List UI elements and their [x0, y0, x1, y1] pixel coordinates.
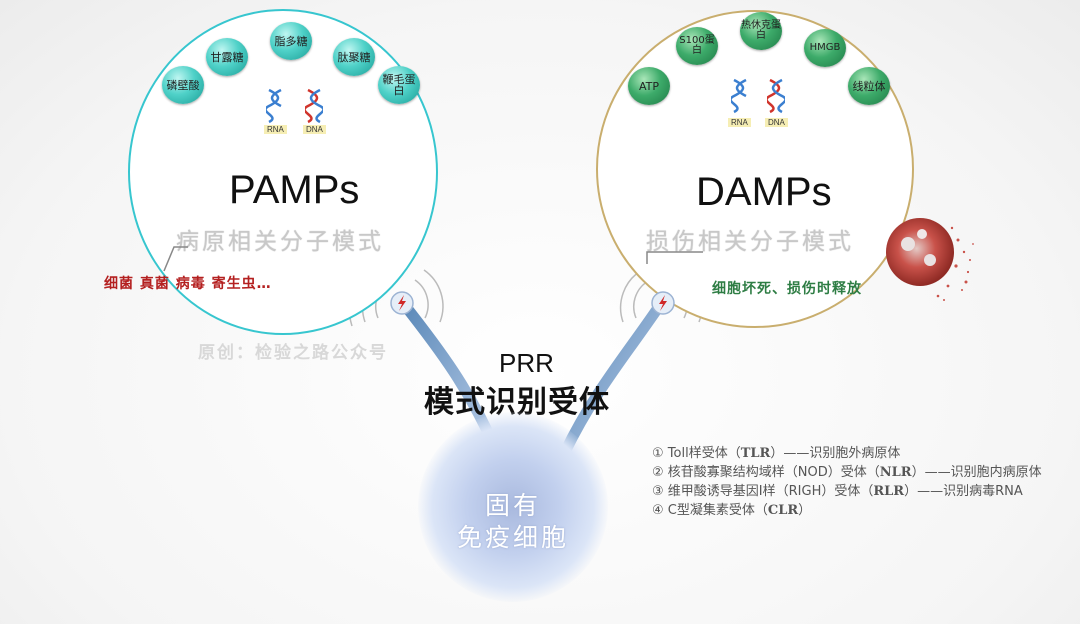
right-receptor-icon	[651, 291, 675, 315]
legend-number: ③	[652, 484, 664, 499]
damps-molecule-5: 线粒体	[848, 67, 890, 105]
cell-label-line1: 固有	[484, 491, 541, 520]
damps-title: DAMPs	[696, 170, 832, 214]
damps-molecule-3: 热休克蛋白	[740, 12, 782, 50]
legend-desc: ）——识别胞内病原体	[911, 465, 1042, 480]
legend-name: C型凝集素受体（	[667, 503, 768, 518]
legend-name: 核苷酸寡聚结构域样（NOD）受体（	[667, 465, 880, 480]
legend-desc: ）——识别胞外病原体	[770, 446, 901, 461]
damps-subtitle: 损伤相关分子模式	[646, 229, 854, 255]
damps-dna-label: DNA	[765, 118, 788, 127]
damaged-cell-icon	[886, 218, 974, 301]
damps-molecule-1: ATP	[628, 67, 670, 105]
legend-abbr: TLR	[740, 446, 771, 461]
pamps-dna-helix-icon	[305, 88, 323, 124]
prr-label: PRR	[499, 348, 554, 378]
pamps-title: PAMPs	[229, 168, 360, 212]
pamps-sources: 细菌 真菌 病毒 寄生虫…	[104, 276, 272, 292]
legend-desc: ）	[798, 503, 812, 518]
pamps-subtitle: 病原相关分子模式	[176, 229, 384, 255]
legend-name: 维甲酸诱导基因I样（RIGH）受体（	[667, 484, 874, 499]
legend-name: Toll样受体（	[667, 446, 741, 461]
damps-molecule-2: S100蛋白	[676, 27, 718, 65]
cell-label-line2: 免疫细胞	[456, 523, 569, 552]
receptor-legend-item: ① Toll样受体（TLR）——识别胞外病原体	[652, 442, 900, 461]
pamps-molecule-5: 鞭毛蛋白	[378, 66, 420, 104]
legend-number: ④	[652, 503, 664, 518]
pamps-molecule-1: 磷壁酸	[162, 66, 204, 104]
receptor-legend-item: ④ C型凝集素受体（CLR）	[652, 499, 811, 518]
damps-dna-helix-icon	[767, 78, 785, 114]
pamps-rna-label: RNA	[264, 125, 287, 134]
legend-abbr: NLR	[879, 465, 912, 480]
legend-abbr: CLR	[767, 503, 799, 518]
watermark-text: 原创：检验之路公众号	[198, 343, 388, 363]
damps-rna-helix-icon	[731, 78, 747, 114]
damps-sources: 细胞坏死、损伤时释放	[712, 281, 862, 297]
left-receptor-icon	[390, 291, 414, 315]
damps-molecule-4: HMGB	[804, 29, 846, 67]
pamps-molecule-4: 肽聚糖	[333, 38, 375, 76]
legend-desc: ）——识别病毒RNA	[904, 484, 1023, 499]
legend-number: ①	[652, 446, 664, 461]
pamps-rna-helix-icon	[266, 88, 282, 124]
pamps-bracket	[163, 246, 188, 272]
damps-bracket	[646, 251, 703, 264]
damps-rna-label: RNA	[728, 118, 751, 127]
receptor-legend-item: ③ 维甲酸诱导基因I样（RIGH）受体（RLR）——识别病毒RNA	[652, 480, 1023, 499]
pamps-circle	[128, 9, 438, 335]
pamps-dna-label: DNA	[303, 125, 326, 134]
damps-circle	[596, 10, 914, 328]
receptor-legend-item: ② 核苷酸寡聚结构域样（NOD）受体（NLR）——识别胞内病原体	[652, 461, 1042, 480]
innate-immune-cell: 固有 免疫细胞	[418, 412, 608, 602]
legend-number: ②	[652, 465, 664, 480]
pamps-molecule-3: 脂多糖	[270, 22, 312, 60]
right-stalk	[559, 296, 668, 458]
legend-abbr: RLR	[873, 484, 905, 499]
pamps-molecule-2: 甘露糖	[206, 38, 248, 76]
